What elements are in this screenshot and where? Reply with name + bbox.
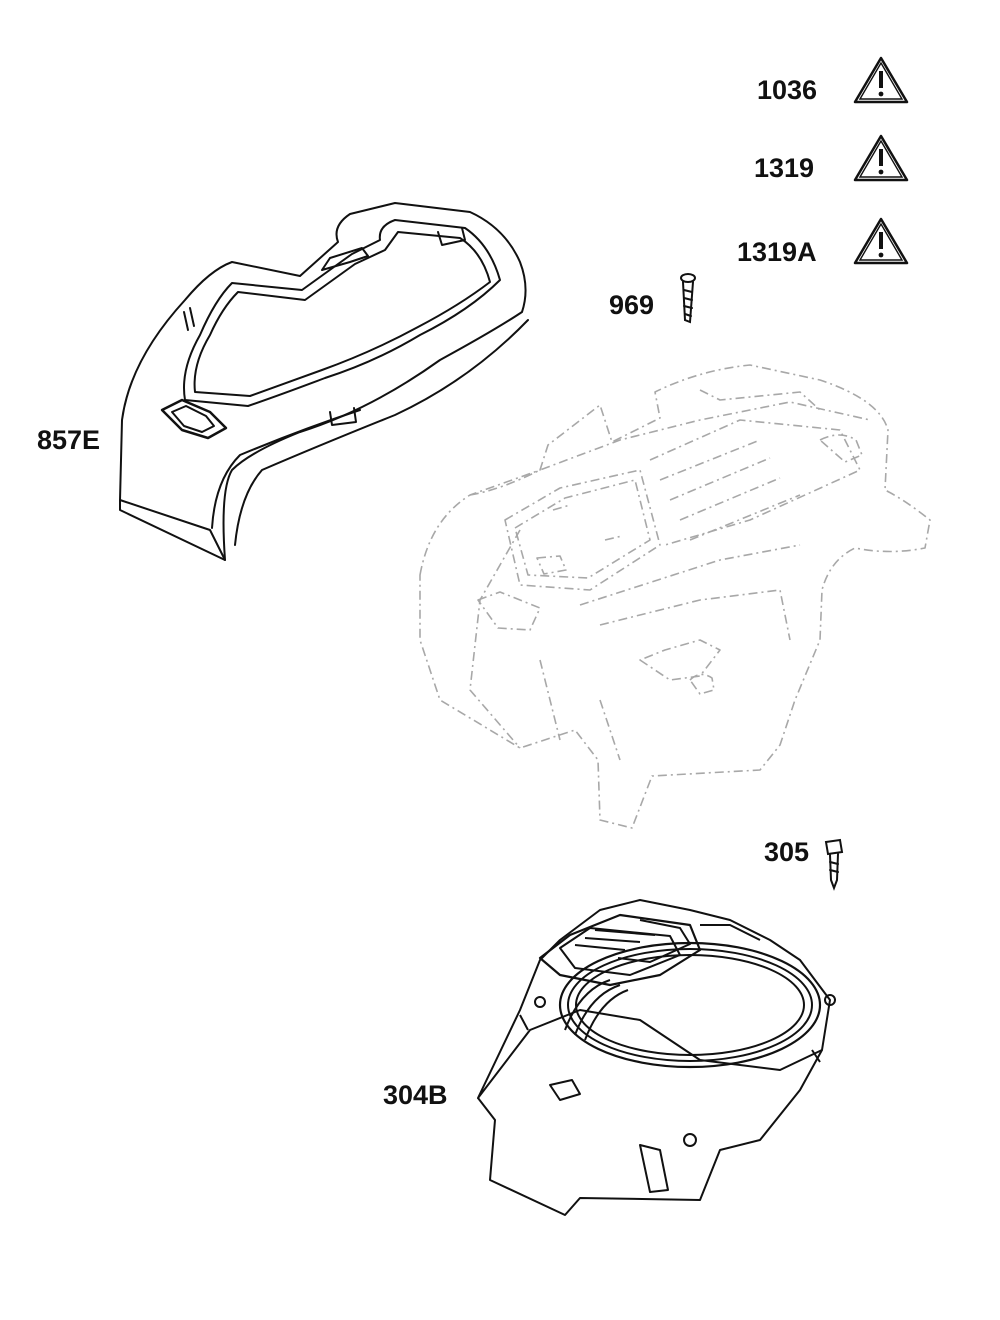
screw-305-drawing xyxy=(824,838,844,891)
part-label-304b[interactable]: 304B xyxy=(383,1080,448,1110)
warning-triangle-icon xyxy=(853,56,909,104)
part-label-305[interactable]: 305 xyxy=(764,837,810,867)
warning-triangle-icon xyxy=(853,134,909,182)
part-label-969[interactable]: 969 xyxy=(609,290,655,320)
warning-triangle-icon xyxy=(853,217,909,265)
part-label-1319a[interactable]: 1319A xyxy=(737,237,817,267)
engine-shroud-reference-drawing xyxy=(419,364,931,829)
part-label-1319[interactable]: 1319 xyxy=(754,153,815,183)
engine-cover-857e-drawing xyxy=(119,202,529,561)
screw-969-drawing xyxy=(680,273,696,324)
part-label-857e[interactable]: 857E xyxy=(37,425,101,455)
blower-housing-304b-drawing xyxy=(477,899,836,1216)
part-label-1036[interactable]: 1036 xyxy=(757,75,818,105)
